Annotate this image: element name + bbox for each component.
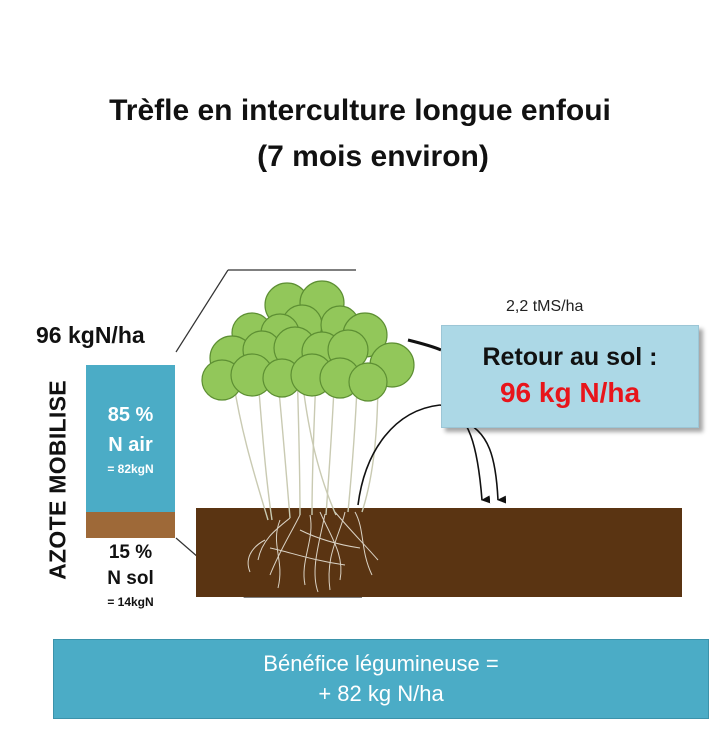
page-title: Trèfle en interculture longue enfoui (7 …: [0, 88, 726, 180]
bar-segment-n-air: [86, 365, 175, 512]
n-sol-label: N sol: [107, 568, 154, 589]
benefit-value: + 82 kg N/ha: [318, 681, 444, 706]
n-air-label: N air: [108, 434, 153, 456]
soil-block: [196, 508, 682, 597]
total-n-label: 96 kgN/ha: [36, 322, 145, 348]
n-sol-percent: 15 %: [108, 542, 153, 563]
bar-segment-n-sol: [86, 512, 175, 538]
retour-value: 96 kg N/ha: [499, 377, 641, 408]
retour-au-sol-box: Retour au sol : 96 kg N/ha: [441, 325, 699, 428]
benefit-title: Bénéfice légumineuse =: [263, 651, 499, 676]
n-air-value: = 82kgN: [107, 462, 154, 476]
n-sol-value: = 14kgN: [107, 595, 154, 609]
n-air-percent: 85 %: [107, 404, 154, 426]
n-sol-label-group: 15 % N sol = 14kgN: [86, 540, 175, 612]
clover-roots: [247, 511, 379, 593]
n-air-label-group: 85 % N air = 82kgN: [86, 400, 175, 478]
biomass-label: 2,2 tMS/ha: [506, 298, 584, 315]
zoom-line-top: [175, 269, 229, 353]
retour-title: Retour au sol :: [482, 343, 658, 371]
benefit-box: Bénéfice légumineuse = + 82 kg N/ha: [53, 639, 709, 719]
title-line-1: Trèfle en interculture longue enfoui: [109, 94, 611, 127]
clover-leaves: [201, 280, 415, 402]
title-line-2: (7 mois environ): [257, 140, 489, 173]
azote-axis-label: AZOTE MOBILISE: [44, 380, 71, 580]
